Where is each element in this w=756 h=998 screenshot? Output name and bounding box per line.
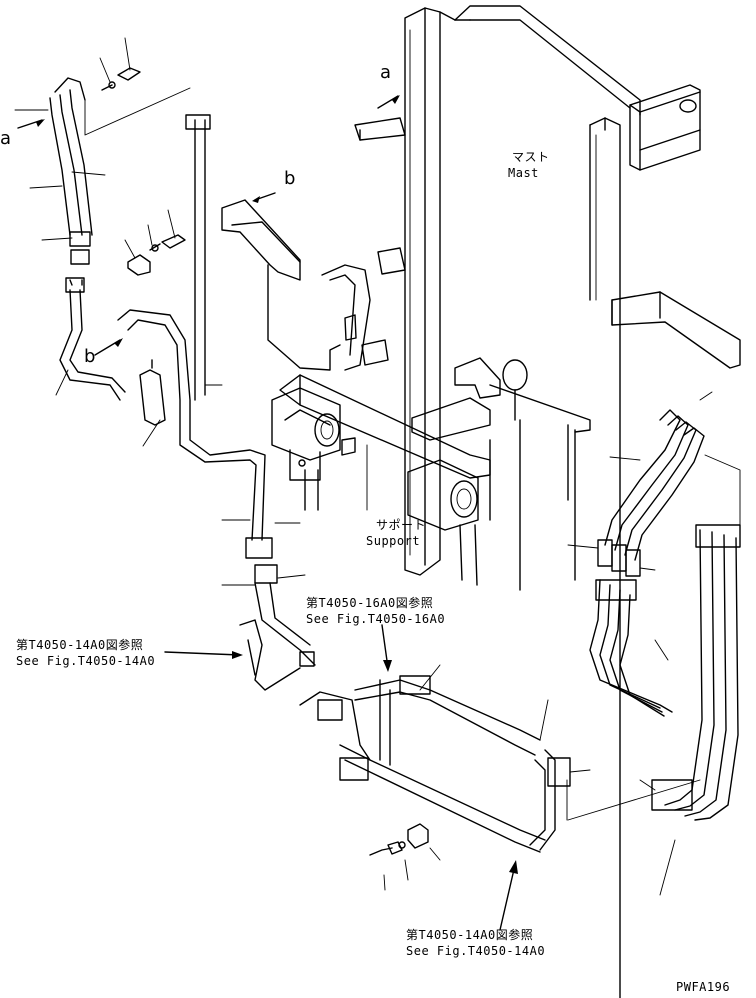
ref-16a0-label-jp: 第T4050-16A0図参照 <box>306 596 434 610</box>
support-label-jp: サポート <box>376 518 427 532</box>
left-upper-pipes <box>49 67 316 691</box>
drawing-code: PWFA196 <box>676 980 731 994</box>
arrow-label-b-top: b <box>284 168 296 189</box>
mast-label-en: Mast <box>508 166 539 180</box>
ref-14a0-left-label-jp: 第T4050-14A0図参照 <box>16 638 144 652</box>
arrow-label-a-left: a <box>0 128 12 149</box>
reference-arrows <box>17 95 518 931</box>
ref-14a0-left-label-en: See Fig.T4050-14A0 <box>16 654 156 668</box>
support-label-en: Support <box>366 534 421 548</box>
support-bracket <box>221 199 591 586</box>
mast-label-jp: マスト <box>512 150 550 164</box>
ref-14a0-bottom-label-en: See Fig.T4050-14A0 <box>406 944 546 958</box>
ref-14a0-bottom-label-jp: 第T4050-14A0図参照 <box>406 928 534 942</box>
mast-frame <box>354 5 741 998</box>
ref-16a0-label-en: See Fig.T4050-16A0 <box>306 612 446 626</box>
bottom-pipe-loop <box>299 675 571 856</box>
arrow-label-a-top: a <box>380 62 392 83</box>
right-pipes <box>566 409 741 821</box>
leader-lines <box>14 37 713 896</box>
arrow-label-b-left: b <box>84 346 96 367</box>
